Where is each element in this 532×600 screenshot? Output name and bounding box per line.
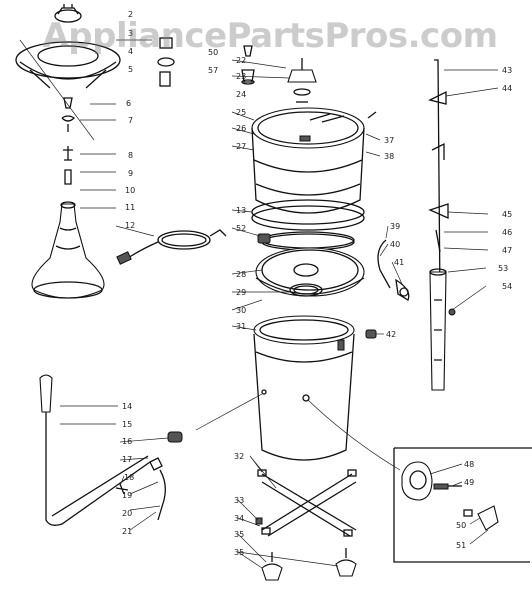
callout-labels: 2 3 4 5 6 7 8 9 10 11 12 14 15 16 17 18 …: [122, 10, 512, 557]
inset-detail-box: [393, 447, 532, 563]
small-fittings-top: [157, 37, 255, 87]
callout-46: 46: [502, 228, 512, 237]
callout-11: 11: [125, 203, 135, 212]
basket-rings: [251, 199, 365, 251]
callout-35-b: 35: [234, 548, 244, 557]
callout-12: 12: [125, 221, 135, 230]
callout-53: 53: [498, 264, 508, 273]
tub-cover-part: [255, 247, 365, 297]
leader-lines: [19, 39, 499, 569]
callout-34: 34: [234, 514, 244, 523]
callout-52: 52: [236, 224, 246, 233]
agitator-cone-part: [31, 201, 105, 299]
callout-5: 5: [128, 65, 133, 74]
callout-15: 15: [122, 420, 132, 429]
callout-40: 40: [390, 240, 400, 249]
callout-47: 47: [502, 246, 512, 255]
callout-27: 27: [236, 142, 246, 151]
callout-39: 39: [390, 222, 400, 231]
callout-50-inset: 50: [456, 521, 466, 530]
callout-48: 48: [464, 460, 474, 469]
callout-7: 7: [128, 116, 133, 125]
callout-37: 37: [384, 136, 394, 145]
callout-43: 43: [502, 66, 512, 75]
callout-26: 26: [236, 124, 246, 133]
callout-32: 32: [234, 452, 244, 461]
callout-17: 17: [122, 455, 132, 464]
callout-28: 28: [236, 270, 246, 279]
agitator-disc-part: [15, 41, 121, 89]
callout-19: 19: [122, 491, 132, 500]
callout-41: 41: [394, 258, 404, 267]
callout-10: 10: [125, 186, 135, 195]
hub-nut-part: [287, 58, 317, 103]
control-rod-part: [428, 59, 449, 301]
callout-31: 31: [236, 322, 246, 331]
callout-45: 45: [502, 210, 512, 219]
callout-4: 4: [128, 47, 133, 56]
callout-8: 8: [128, 151, 133, 160]
callout-16: 16: [122, 437, 132, 446]
callout-49: 49: [464, 478, 474, 487]
outer-tub-part: [253, 315, 355, 461]
leveling-feet-part: [261, 548, 357, 581]
callout-42: 42: [386, 330, 396, 339]
callout-22: 22: [236, 56, 246, 65]
callout-6: 6: [126, 99, 131, 108]
callout-54: 54: [502, 282, 512, 291]
callout-14: 14: [122, 402, 132, 411]
callout-30: 30: [236, 306, 246, 315]
callout-50-top: 50: [208, 48, 218, 57]
pump-link-part: [365, 239, 410, 339]
base-brace-part: [255, 469, 357, 537]
callout-44: 44: [502, 84, 512, 93]
callout-35-a: 35: [234, 530, 244, 539]
callout-25: 25: [236, 108, 246, 117]
callout-3: 3: [128, 29, 133, 38]
callout-29: 29: [236, 288, 246, 297]
callout-24: 24: [236, 90, 246, 99]
callout-2: 2: [128, 10, 133, 19]
callout-23: 23: [236, 72, 246, 81]
drain-pipe-part: [429, 268, 456, 391]
callout-57: 57: [208, 66, 218, 75]
agitator-cap-part: [54, 4, 82, 23]
fill-hose-part: [39, 374, 183, 526]
callout-51: 51: [456, 541, 466, 550]
wash-basket-part: [251, 107, 377, 214]
callout-33: 33: [234, 496, 244, 505]
callout-38: 38: [384, 152, 394, 161]
callout-20: 20: [122, 509, 132, 518]
callout-13: 13: [236, 206, 246, 215]
callout-18: 18: [124, 473, 134, 482]
callout-21: 21: [122, 527, 132, 536]
callout-9: 9: [128, 169, 133, 178]
water-hose-part: [116, 229, 227, 265]
